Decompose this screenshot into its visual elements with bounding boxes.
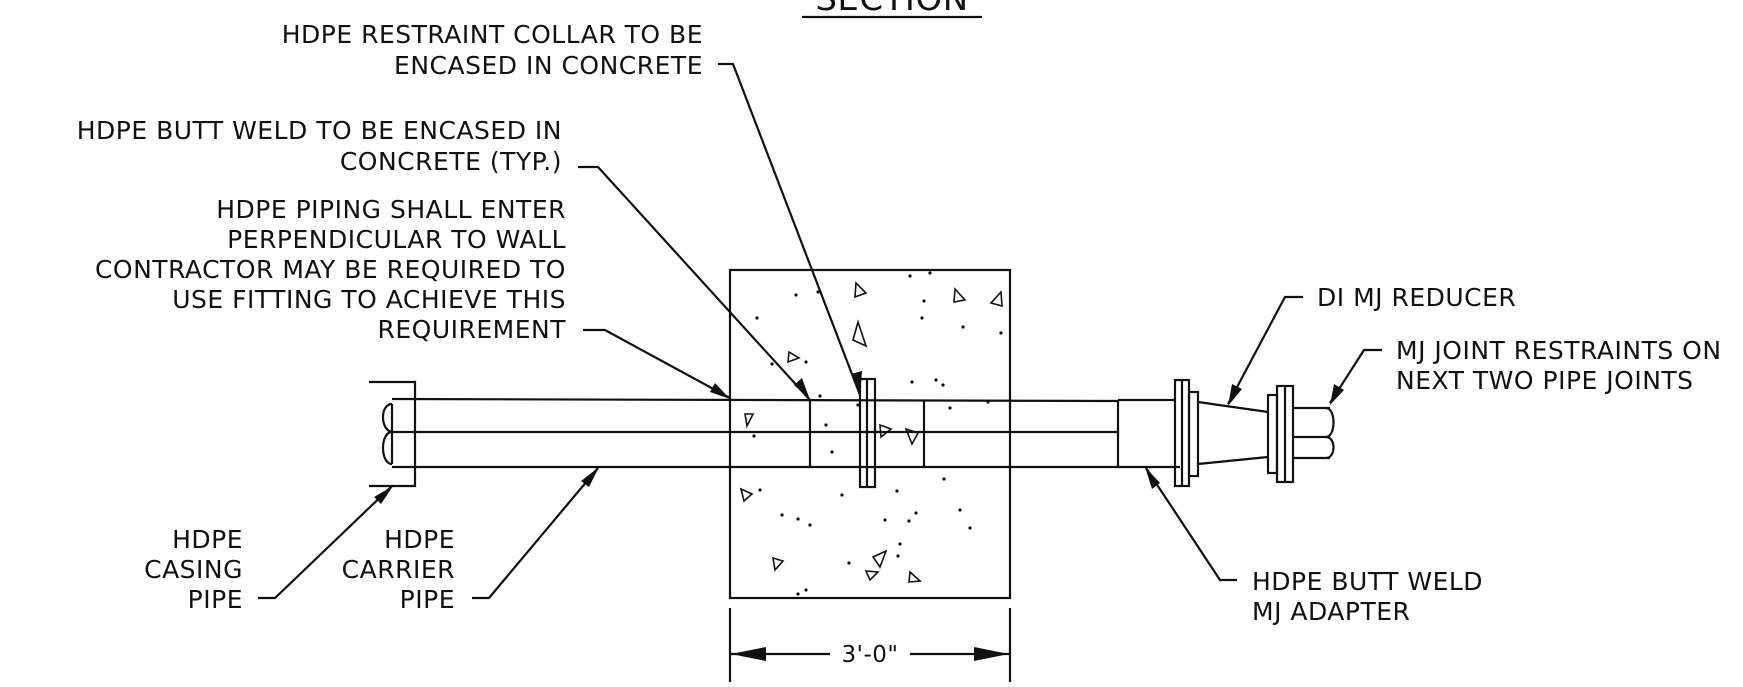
callout-piping-perpendicular: HDPE PIPING SHALL ENTER PERPENDICULAR TO…: [95, 195, 731, 399]
callout-mj-reducer: DI MJ REDUCER: [1227, 283, 1516, 406]
piping-perpendicular-label-line-2: PERPENDICULAR TO WALL: [227, 225, 566, 254]
leader-mj-reducer: [1227, 295, 1303, 405]
leader-restraint-collar: [718, 62, 862, 396]
arrowhead-mj-reducer: [1228, 384, 1242, 406]
arrowhead-joint-restraints: [1330, 384, 1344, 405]
callout-joint-restraints: MJ JOINT RESTRAINTS ON NEXT TWO PIPE JOI…: [1329, 336, 1722, 405]
carrier-pipe-label-line-1: HDPE: [384, 525, 455, 554]
piping-perpendicular-label-line-4: USE FITTING TO ACHIEVE THIS: [172, 285, 566, 314]
restraint-collar-label-line-1: HDPE RESTRAINT COLLAR TO BE: [282, 20, 703, 49]
piping-perpendicular-label-line-3: CONTRACTOR MAY BE REQUIRED TO: [95, 255, 566, 284]
concrete-encasement: [728, 268, 1012, 600]
mj-adapter: [1118, 378, 1200, 488]
leader-casing-pipe: [258, 485, 393, 600]
dimension-block-width: 3'-0": [728, 608, 1012, 682]
di-mj-reducer: [1197, 384, 1295, 484]
butt-weld-encased-label-line-2: CONCRETE (TYP.): [340, 147, 562, 176]
leader-piping-perpendicular: [583, 328, 731, 399]
leader-butt-weld-adapter: [1145, 467, 1237, 582]
joint-restraints-label-line-2: NEXT TWO PIPE JOINTS: [1396, 366, 1694, 395]
leader-joint-restraints: [1329, 348, 1382, 404]
concrete-aggregate-pattern: [739, 271, 1003, 596]
callout-butt-weld-encased: HDPE BUTT WELD TO BE ENCASED IN CONCRETE…: [77, 116, 811, 401]
dimension-label: 3'-0": [842, 642, 899, 668]
carrier-pipe-label-line-2: CARRIER: [342, 555, 455, 584]
casing-pipe-label-line-3: PIPE: [188, 585, 243, 614]
leader-butt-weld-encased: [578, 165, 811, 401]
joint-restraints-label-line-1: MJ JOINT RESTRAINTS ON: [1396, 336, 1722, 365]
arrowhead-butt-weld-encased: [794, 378, 810, 400]
piping-perpendicular-label-line-5: REQUIREMENT: [377, 315, 566, 344]
callout-casing-pipe: HDPE CASING PIPE: [144, 485, 393, 614]
callout-butt-weld-adapter: HDPE BUTT WELD MJ ADAPTER: [1145, 467, 1483, 626]
arrowhead-piping-perpendicular: [710, 383, 730, 399]
carrier-pipe-label-line-3: PIPE: [400, 585, 455, 614]
casing-pipe-label-line-2: CASING: [144, 555, 243, 584]
butt-weld-encased-label-line-1: HDPE BUTT WELD TO BE ENCASED IN: [77, 116, 562, 145]
casing-pipe-label-line-1: HDPE: [172, 525, 243, 554]
dimension-arrow-right: [974, 647, 1009, 661]
callout-carrier-pipe: HDPE CARRIER PIPE: [342, 467, 599, 614]
leader-carrier-pipe: [472, 467, 599, 600]
casing-pipe: [369, 380, 417, 488]
piping-perpendicular-label-line-1: HDPE PIPING SHALL ENTER: [216, 195, 566, 224]
butt-weld-adapter-label-line-1: HDPE BUTT WELD: [1252, 567, 1483, 596]
dimension-arrow-left: [731, 647, 766, 661]
arrowhead-casing-pipe: [374, 486, 393, 504]
callout-restraint-collar: HDPE RESTRAINT COLLAR TO BE ENCASED IN C…: [282, 20, 862, 397]
arrowhead-butt-weld-adapter: [1145, 467, 1160, 489]
arrowhead-restraint-collar: [851, 371, 862, 397]
carrier-pipe: [391, 397, 1180, 469]
butt-weld-adapter-label-line-2: MJ ADAPTER: [1252, 597, 1410, 626]
section-title: SECTION: [815, 0, 968, 19]
restraint-collar-label-line-2: ENCASED IN CONCRETE: [394, 51, 703, 80]
mj-reducer-label: DI MJ REDUCER: [1317, 283, 1516, 312]
next-pipe-stub: [1293, 406, 1335, 460]
arrowhead-carrier-pipe: [581, 467, 599, 487]
